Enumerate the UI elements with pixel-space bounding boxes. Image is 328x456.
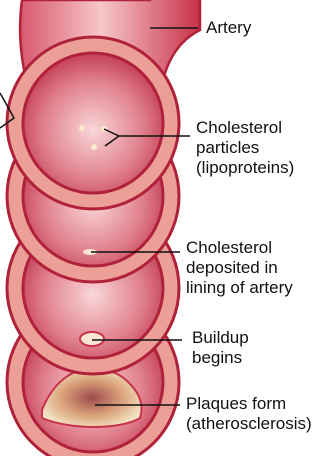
- label-line: Cholesterol: [196, 118, 294, 138]
- cholesterol-particles-label: Cholesterol particles (lipoproteins): [196, 118, 294, 178]
- buildup-begins-label: Buildup begins: [192, 328, 249, 368]
- cholesterol-deposited-label: Cholesterol deposited in lining of arter…: [186, 238, 293, 298]
- particle: [91, 144, 97, 150]
- cross-section-particles: [7, 37, 179, 209]
- label-line: (atherosclerosis): [186, 414, 312, 434]
- particle: [79, 125, 85, 131]
- label-line: particles: [196, 138, 294, 158]
- label-line: Cholesterol: [186, 238, 293, 258]
- label-line: begins: [192, 348, 249, 368]
- label-line: (lipoproteins): [196, 158, 294, 178]
- artery-label: Artery: [206, 18, 251, 38]
- plaques-form-label: Plaques form (atherosclerosis): [186, 394, 312, 434]
- label-line: Plaques form: [186, 394, 312, 414]
- early-buildup: [80, 332, 104, 346]
- label-line: deposited in: [186, 258, 293, 278]
- artery-label-line: Artery: [206, 18, 251, 38]
- label-line: lining of artery: [186, 278, 293, 298]
- label-line: Buildup: [192, 328, 249, 348]
